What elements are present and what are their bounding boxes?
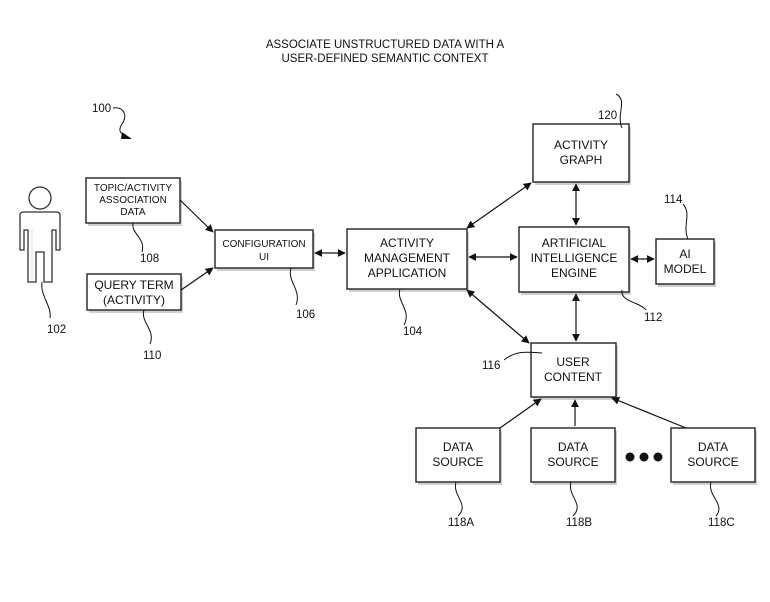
data-source-a-box: DATA SOURCE xyxy=(415,427,502,485)
ref-118c-leader xyxy=(709,481,720,517)
user-content-line-2: CONTENT xyxy=(544,370,603,384)
ref-106: 106 xyxy=(296,309,315,321)
config-ui-line-1: CONFIGURATION xyxy=(222,239,305,250)
ai-model-line-2: MODEL xyxy=(664,262,707,276)
ref-118b: 118B xyxy=(566,517,592,529)
person-icon xyxy=(19,186,61,283)
box xyxy=(532,123,630,183)
arrow-source-a-content xyxy=(499,398,542,429)
source-c-line-2: SOURCE xyxy=(687,455,738,469)
query-term-line-1: QUERY TERM xyxy=(94,278,173,292)
person-head xyxy=(28,186,52,210)
title-line-2: USER-DEFINED SEMANTIC CONTEXT xyxy=(281,53,488,65)
ref-118a-leader xyxy=(454,481,463,517)
box xyxy=(518,226,630,293)
ai-engine-line-3: ENGINE xyxy=(551,266,597,280)
ai-model-box: AI MODEL xyxy=(655,238,716,287)
app-line-3: APPLICATION xyxy=(368,266,446,280)
ellipsis-icon xyxy=(625,452,663,462)
source-a-line-2: SOURCE xyxy=(432,455,483,469)
arrow-app-graph xyxy=(466,182,532,229)
ai-model-line-1: AI xyxy=(679,247,690,261)
user-content-box: USER CONTENT xyxy=(530,342,618,400)
app-line-1: ACTIVITY xyxy=(380,236,434,250)
ref-104: 104 xyxy=(403,326,423,338)
box xyxy=(655,238,715,285)
ref-118a: 118A xyxy=(448,517,474,529)
ellipsis-dot-1 xyxy=(625,452,635,462)
box xyxy=(670,427,756,483)
connectors xyxy=(179,182,687,429)
ref-106-leader xyxy=(289,267,298,306)
ref-114: 114 xyxy=(664,194,683,206)
arrow-source-c-content xyxy=(611,396,687,429)
topic-data-line-3: DATA xyxy=(120,207,146,218)
arrow-topic-to-config xyxy=(179,199,214,233)
box xyxy=(415,427,501,483)
ref-118c: 118C xyxy=(708,517,735,529)
person-body xyxy=(19,211,61,283)
arrow-app-content xyxy=(466,289,530,344)
activity-graph-box: ACTIVITY GRAPH xyxy=(532,123,631,185)
ref-102: 102 xyxy=(47,324,66,336)
ai-engine-line-2: INTELLIGENCE xyxy=(531,251,618,265)
ref-112: 112 xyxy=(644,312,662,324)
source-a-line-1: DATA xyxy=(443,440,473,454)
ref-108-leader xyxy=(132,222,144,253)
ref-114-leader xyxy=(682,203,689,240)
source-c-line-1: DATA xyxy=(698,440,728,454)
ref-100: 100 xyxy=(92,103,111,115)
data-source-b-box: DATA SOURCE xyxy=(530,427,617,485)
ref-118b-leader xyxy=(569,481,578,517)
diagram-title: ASSOCIATE UNSTRUCTURED DATA WITH A USER-… xyxy=(266,39,505,65)
title-line-1: ASSOCIATE UNSTRUCTURED DATA WITH A xyxy=(266,39,505,51)
ref-108: 108 xyxy=(140,253,159,265)
ellipsis-dot-3 xyxy=(653,452,663,462)
box xyxy=(530,427,616,483)
source-b-line-1: DATA xyxy=(558,440,588,454)
ref-102-leader xyxy=(41,281,51,319)
ref-110-leader xyxy=(142,309,152,345)
box xyxy=(530,342,617,398)
ai-engine-box: ARTIFICIAL INTELLIGENCE ENGINE xyxy=(518,226,631,295)
ref-116: 116 xyxy=(482,360,500,372)
box xyxy=(86,273,182,311)
ref-116-leader xyxy=(503,351,543,361)
query-term-box: QUERY TERM (ACTIVITY) xyxy=(86,273,183,313)
box xyxy=(214,229,314,269)
ref-112-leader xyxy=(621,289,647,311)
ref-120: 120 xyxy=(598,110,617,122)
box xyxy=(346,228,468,290)
arrow-query-to-config xyxy=(180,267,214,291)
source-b-line-2: SOURCE xyxy=(547,455,598,469)
ai-engine-line-1: ARTIFICIAL xyxy=(542,236,607,250)
ref-100-arrowhead xyxy=(121,132,132,139)
topic-data-line-2: ASSOCIATION xyxy=(99,195,167,206)
ref-104-leader xyxy=(398,288,407,326)
activity-graph-line-1: ACTIVITY xyxy=(554,138,608,152)
ref-120-leader xyxy=(615,93,623,129)
ref-110: 110 xyxy=(143,350,161,362)
ellipsis-dot-2 xyxy=(639,452,649,462)
box xyxy=(85,177,181,224)
ref-100-leader xyxy=(112,107,127,137)
configuration-ui-box: CONFIGURATION UI xyxy=(214,229,315,271)
config-ui-line-2: UI xyxy=(259,252,269,263)
system-reference: 100 xyxy=(92,103,132,139)
data-source-c-box: DATA SOURCE xyxy=(670,427,757,485)
activity-graph-line-2: GRAPH xyxy=(560,153,603,167)
activity-management-application-box: ACTIVITY MANAGEMENT APPLICATION xyxy=(346,228,469,292)
topic-activity-association-box: TOPIC/ACTIVITY ASSOCIATION DATA xyxy=(85,177,182,226)
app-line-2: MANAGEMENT xyxy=(364,251,451,265)
user-content-line-1: USER xyxy=(556,355,590,369)
query-term-line-2: (ACTIVITY) xyxy=(103,293,165,307)
topic-data-line-1: TOPIC/ACTIVITY xyxy=(94,183,172,194)
